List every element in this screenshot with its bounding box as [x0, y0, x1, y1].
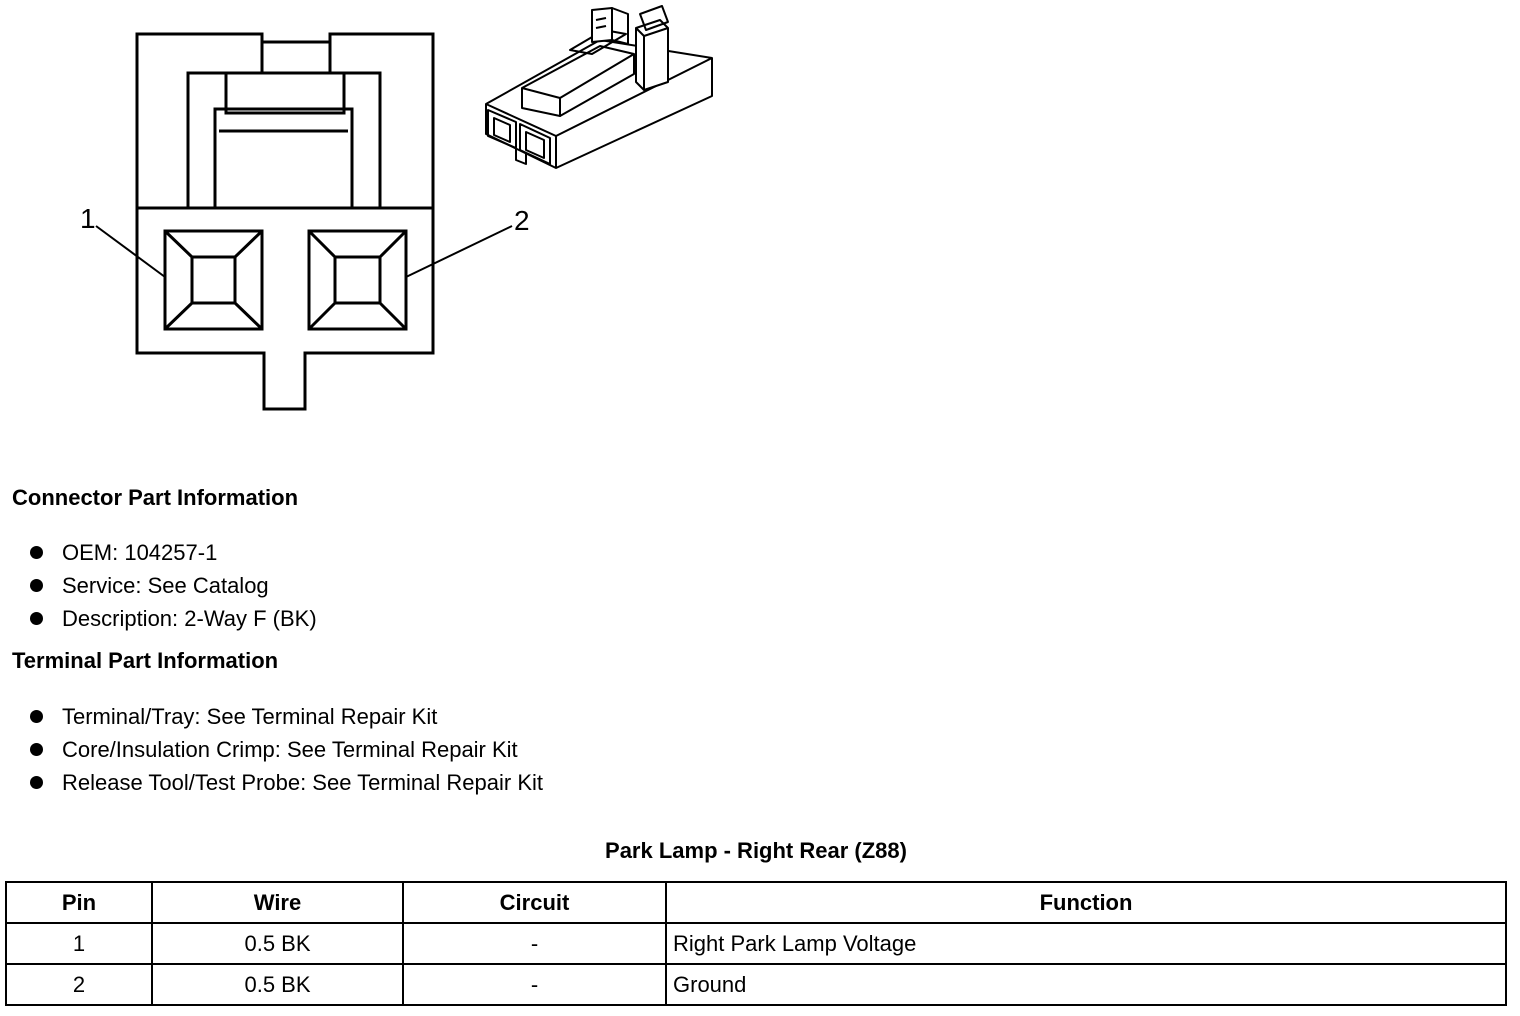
list-item-text: Description: 2-Way F (BK)	[62, 606, 317, 631]
list-item: Release Tool/Test Probe: See Terminal Re…	[30, 766, 543, 799]
connector-body-outline	[135, 32, 435, 411]
table-row: 1 0.5 BK - Right Park Lamp Voltage	[5, 922, 1507, 965]
list-item: Core/Insulation Crimp: See Terminal Repa…	[30, 733, 543, 766]
column-header-function: Function	[665, 881, 1507, 924]
cell-circuit: -	[402, 963, 667, 1006]
terminal-info-heading: Terminal Part Information	[12, 648, 279, 673]
bullet-icon	[30, 743, 43, 756]
list-item: Terminal/Tray: See Terminal Repair Kit	[30, 700, 543, 733]
connector-info-heading: Connector Part Information	[12, 485, 299, 510]
bullet-icon	[30, 612, 43, 625]
latch-inner-wall	[213, 107, 354, 208]
connector-info-list: OEM: 104257-1 Service: See Catalog Descr…	[30, 536, 317, 635]
table-row: 2 0.5 BK - Ground	[5, 963, 1507, 1006]
cell-function: Right Park Lamp Voltage	[665, 922, 1507, 965]
pin-table: Pin Wire Circuit Function 1 0.5 BK - Rig…	[5, 881, 1507, 1006]
connector-diagram	[95, 5, 713, 411]
bullet-icon	[30, 579, 43, 592]
pin-2-leader-line	[405, 225, 513, 278]
list-item-text: OEM: 104257-1	[62, 540, 218, 565]
connector-isometric-view	[485, 5, 713, 169]
terminal-info-list: Terminal/Tray: See Terminal Repair Kit C…	[30, 700, 543, 799]
list-item-text: Terminal/Tray: See Terminal Repair Kit	[62, 704, 438, 729]
bullet-icon	[30, 546, 43, 559]
connector-face-view	[95, 32, 513, 411]
cell-pin: 2	[5, 963, 153, 1006]
column-header-pin: Pin	[5, 881, 153, 924]
column-header-circuit: Circuit	[402, 881, 667, 924]
cavity-2	[307, 229, 408, 331]
list-item: Service: See Catalog	[30, 569, 317, 602]
cell-wire: 0.5 BK	[151, 963, 404, 1006]
list-item-text: Core/Insulation Crimp: See Terminal Repa…	[62, 737, 518, 762]
cell-wire: 0.5 BK	[151, 922, 404, 965]
cell-circuit: -	[402, 922, 667, 965]
list-item: OEM: 104257-1	[30, 536, 317, 569]
pin-1-label: 1	[80, 203, 96, 234]
table-header-row: Pin Wire Circuit Function	[5, 881, 1507, 924]
list-item-text: Service: See Catalog	[62, 573, 269, 598]
list-item-text: Release Tool/Test Probe: See Terminal Re…	[62, 770, 543, 795]
pin-2-label: 2	[514, 205, 530, 236]
list-item: Description: 2-Way F (BK)	[30, 602, 317, 635]
locking-ramp	[224, 71, 346, 115]
cell-pin: 1	[5, 922, 153, 965]
cavity-1	[163, 229, 264, 331]
column-header-wire: Wire	[151, 881, 404, 924]
pin-table-title: Park Lamp - Right Rear (Z88)	[605, 838, 907, 863]
cell-function: Ground	[665, 963, 1507, 1006]
bullet-icon	[30, 776, 43, 789]
locking-tab	[260, 42, 332, 73]
pin-1-leader-line	[95, 225, 166, 278]
bullet-icon	[30, 710, 43, 723]
